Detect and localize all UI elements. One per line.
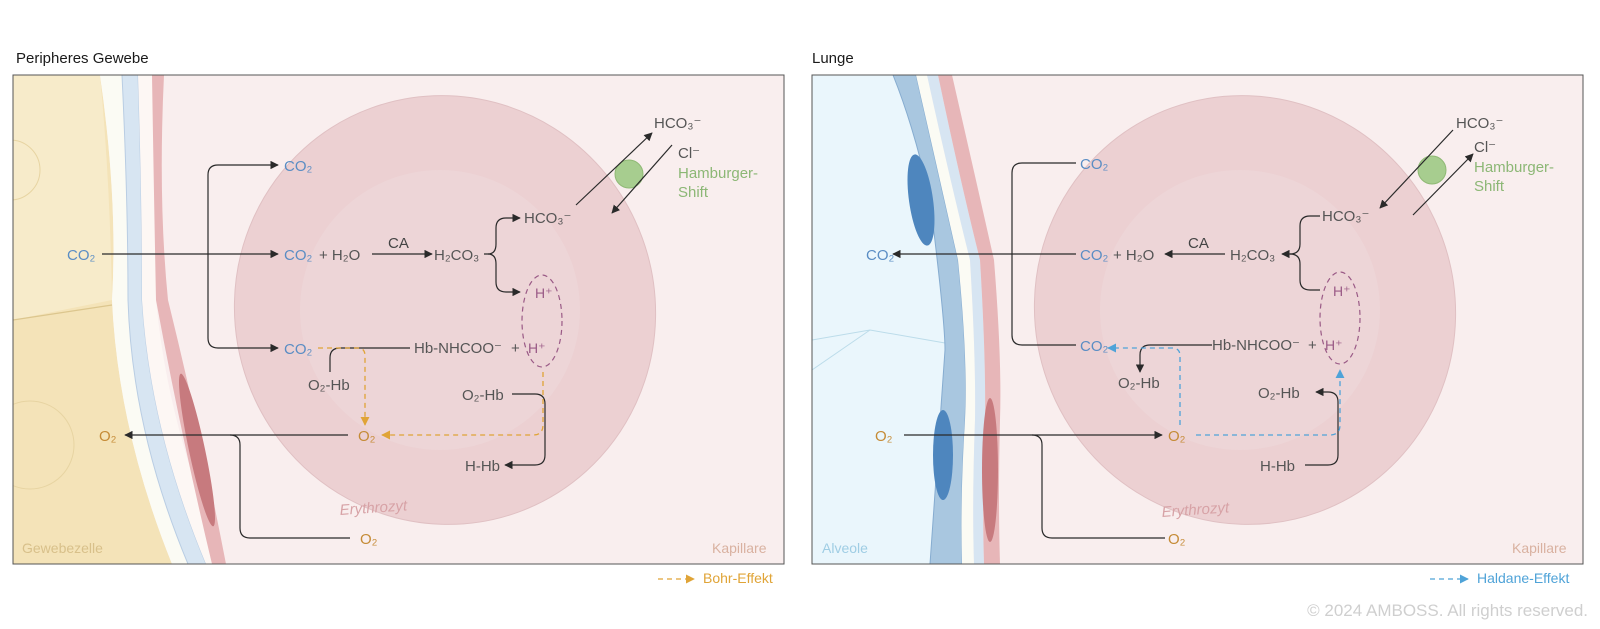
o2-bottom-label-right: O₂ (1168, 531, 1186, 548)
o2-center-label: O₂ (358, 428, 376, 445)
right-panel: CO₂ CO₂ CO₂ + H₂O CA H₂CO₃ HCO₃⁻ HCO₃⁻ C… (812, 75, 1583, 564)
hco3-out-label: HCO₃⁻ (654, 115, 701, 132)
ca-label-right: CA (1188, 235, 1209, 252)
o2hb-left-label-right: O₂-Hb (1118, 375, 1160, 392)
co2-mid-label: CO₂ (284, 247, 313, 264)
co2-tissue-label: CO₂ (67, 247, 96, 264)
co2-low-label-right: CO₂ (1080, 338, 1109, 355)
copyright-notice: © 2024 AMBOSS. All rights reserved. (1307, 601, 1588, 620)
bohr-legend-label: Bohr-Effekt (703, 570, 773, 586)
hamburger-label-1: Hamburger- (678, 165, 758, 182)
co2-mid-label-right: CO₂ (1080, 247, 1109, 264)
region-label-gewebezelle: Gewebezelle (22, 540, 103, 556)
hb-nhcoo-label-right: Hb-NHCOO⁻ (1212, 337, 1300, 354)
hamburger-label-2: Shift (678, 184, 709, 201)
hb-nhcoo-label: Hb-NHCOO⁻ (414, 340, 502, 357)
left-frame (12, 74, 785, 565)
h2o-label: + H₂O (319, 247, 360, 264)
o2-center-label-right: O₂ (1168, 428, 1186, 445)
cl-label: Cl⁻ (678, 145, 700, 162)
co2-alveole-label: CO₂ (866, 247, 895, 264)
hhb-label-right: H-Hb (1260, 458, 1295, 475)
co2-top-label: CO₂ (284, 158, 313, 175)
ca-label: CA (388, 235, 409, 252)
erythrocyte-label-right: Erythrozyt (1161, 499, 1230, 521)
hco3-in-label: HCO₃⁻ (1456, 115, 1503, 132)
cl-label-right: Cl⁻ (1474, 139, 1496, 156)
plus-label: + (511, 340, 520, 357)
co2-top-label-right: CO₂ (1080, 156, 1109, 173)
o2-tissue-label: O₂ (99, 428, 117, 445)
o2hb-left-label: O₂-Hb (308, 377, 350, 394)
left-panel: CO₂ CO₂ CO₂ + H₂O CA H₂CO₃ HCO₃⁻ HCO₃⁻ C… (13, 75, 784, 564)
anion-exchanger-left (614, 159, 644, 189)
h-plus-top-label-right: H⁺ (1333, 283, 1351, 299)
o2hb-right-label: O₂-Hb (462, 387, 504, 404)
region-label-kapillare-left: Kapillare (712, 540, 767, 556)
hamburger-label-right-1: Hamburger- (1474, 159, 1554, 176)
plus-label-right: + (1308, 337, 1317, 354)
right-panel-title: Lunge (812, 50, 854, 67)
co2-low-label: CO₂ (284, 341, 313, 358)
haldane-legend-label: Haldane-Effekt (1477, 570, 1570, 586)
bohr-legend: Bohr-Effekt (703, 570, 773, 586)
hhb-label: H-Hb (465, 458, 500, 475)
h-plus-group-right (1319, 271, 1361, 365)
h-plus-low-label-right: H⁺ (1325, 337, 1343, 353)
h-plus-group-left (521, 274, 563, 368)
h2co3-label-right: H₂CO₃ (1230, 247, 1275, 264)
left-panel-title: Peripheres Gewebe (16, 50, 149, 67)
region-label-alveole: Alveole (822, 540, 868, 556)
hco3-label: HCO₃⁻ (524, 210, 571, 227)
o2hb-right-label-right: O₂-Hb (1258, 385, 1300, 402)
anion-exchanger-right (1417, 155, 1447, 185)
h2co3-label: H₂CO₃ (434, 247, 479, 264)
hamburger-label-right-2: Shift (1474, 178, 1505, 195)
erythrocyte-label-left: Erythrozyt (339, 497, 408, 519)
o2-alveole-label: O₂ (875, 428, 893, 445)
tissue-cell-upper (13, 75, 112, 320)
h-plus-top-label: H⁺ (535, 285, 553, 301)
region-label-kapillare-right: Kapillare (1512, 540, 1567, 556)
hco3-label-right: HCO₃⁻ (1322, 208, 1369, 225)
haldane-legend: Haldane-Effekt (1477, 570, 1569, 586)
o2-bottom-label: O₂ (360, 531, 378, 548)
h2o-label-right: + H₂O (1113, 247, 1154, 264)
right-frame (811, 74, 1584, 565)
h-plus-low-label: H⁺ (528, 340, 546, 356)
